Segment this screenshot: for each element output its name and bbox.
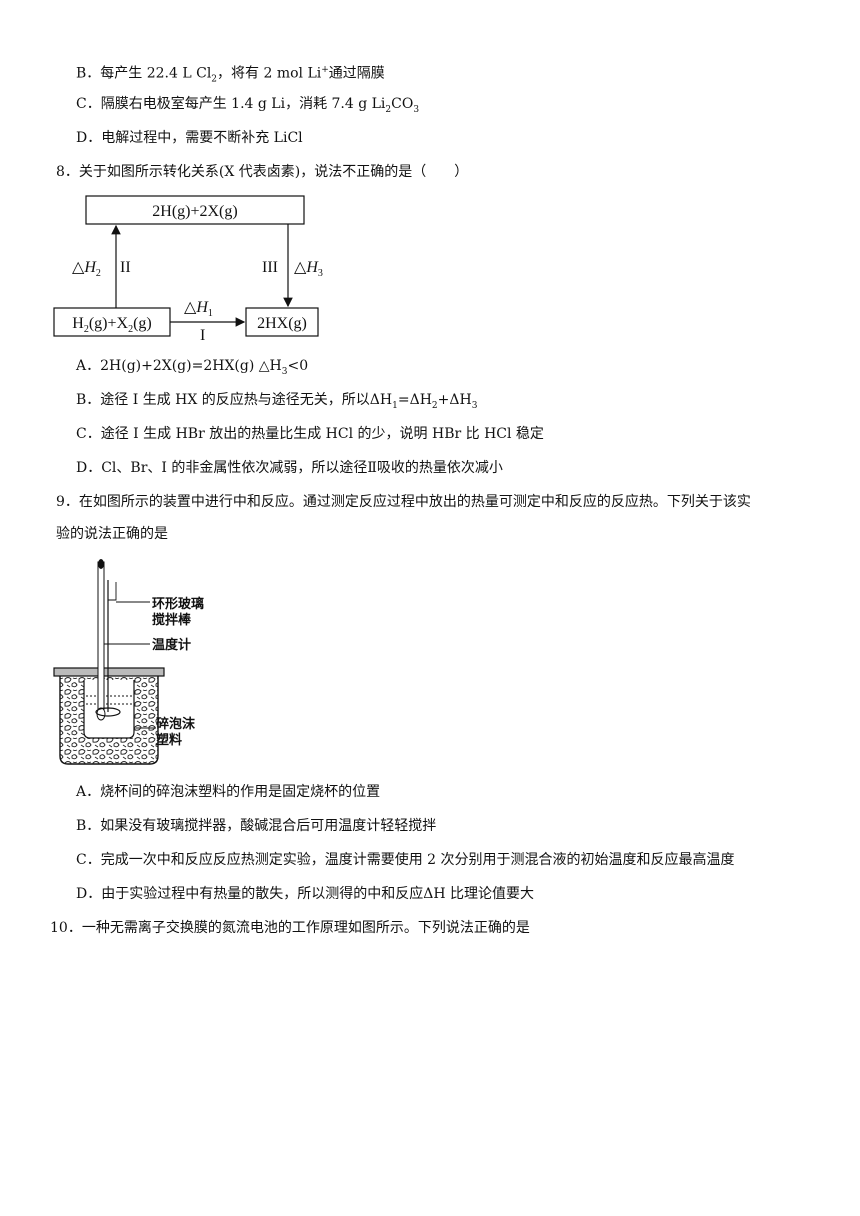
label-foam-2: 塑料 — [156, 732, 182, 748]
dh2-label: △H2 — [72, 259, 101, 279]
q9-calorimeter-diagram: 环形玻璃 搅拌棒 温度计 碎泡沫 塑料 — [53, 559, 204, 765]
label-stirrer-1: 环形玻璃 — [152, 596, 204, 612]
lid — [53, 667, 165, 677]
dh1-label: △H1 — [184, 299, 213, 319]
q8-option-d: D．Cl、Br、I 的非金属性依次减弱，所以途径Ⅱ吸收的热量依次减小 — [76, 460, 503, 476]
stirrer-ring — [95, 707, 121, 717]
q8-option-c: C．途径 I 生成 HBr 放出的热量比生成 HCl 的少，说明 HBr 比 H… — [76, 426, 544, 442]
left-box-label: H2(g)+X2(g) — [72, 315, 151, 335]
q7-option-d: D．电解过程中，需要不断补充 LiCl — [76, 130, 303, 146]
path-I-label: I — [200, 327, 205, 342]
label-stirrer-2: 搅拌棒 — [152, 612, 192, 628]
inner-beaker — [83, 680, 135, 739]
q8-stem: 8．关于如图所示转化关系(X 代表卤素)，说法不正确的是（ ） — [56, 164, 469, 180]
q9-option-c: C．完成一次中和反应反应热测定实验，温度计需要使用 2 次分别用于测混合液的初始… — [76, 852, 735, 868]
top-box — [85, 195, 305, 225]
q7-option-b: B．每产生 22.4 L Cl2，将有 2 mol Li+通过隔膜 — [76, 65, 385, 85]
q9-option-d: D．由于实验过程中有热量的散失，所以测得的中和反应ΔH 比理论值要大 — [76, 886, 535, 902]
label-foam-1: 碎泡沫 — [156, 716, 196, 732]
thermometer-top — [98, 559, 104, 569]
q7-option-c: C．隔膜右电极室每产生 1.4 g Li，消耗 7.4 g Li2CO3 — [76, 96, 420, 115]
q9-stem-line2: 验的说法正确的是 — [56, 526, 168, 542]
q10-stem: 10．一种无需离子交换膜的氮流电池的工作原理如图所示。下列说法正确的是 — [50, 920, 530, 936]
thermometer-shaft — [97, 561, 105, 713]
q8-option-b: B．途径 I 生成 HX 的反应热与途径无关，所以ΔH1=ΔH2+ΔH3 — [76, 392, 478, 411]
path-III-label: III — [262, 259, 278, 276]
q9-option-b: B．如果没有玻璃搅拌器，酸碱混合后可用温度计轻轻搅拌 — [76, 818, 437, 834]
q9-stem-line1: 9．在如图所示的装置中进行中和反应。通过测定反应过程中放出的热量可测定中和反应的… — [56, 494, 751, 510]
q9-option-a: A．烧杯间的碎泡沫塑料的作用是固定烧杯的位置 — [76, 784, 381, 800]
q8-enthalpy-diagram: 2H(g)+2X(g) H2(g)+X2(g) 2HX(g) △H2 II II… — [53, 195, 323, 342]
label-thermometer: 温度计 — [152, 637, 191, 653]
right-box-label: 2HX(g) — [257, 315, 307, 332]
path-II-label: II — [120, 259, 131, 276]
top-box-label: 2H(g)+2X(g) — [152, 203, 237, 220]
dh3-label: △H3 — [294, 259, 323, 279]
right-box — [245, 307, 319, 337]
q8-option-a: A．2H(g)+2X(g)=2HX(g) △H3<0 — [76, 358, 309, 377]
